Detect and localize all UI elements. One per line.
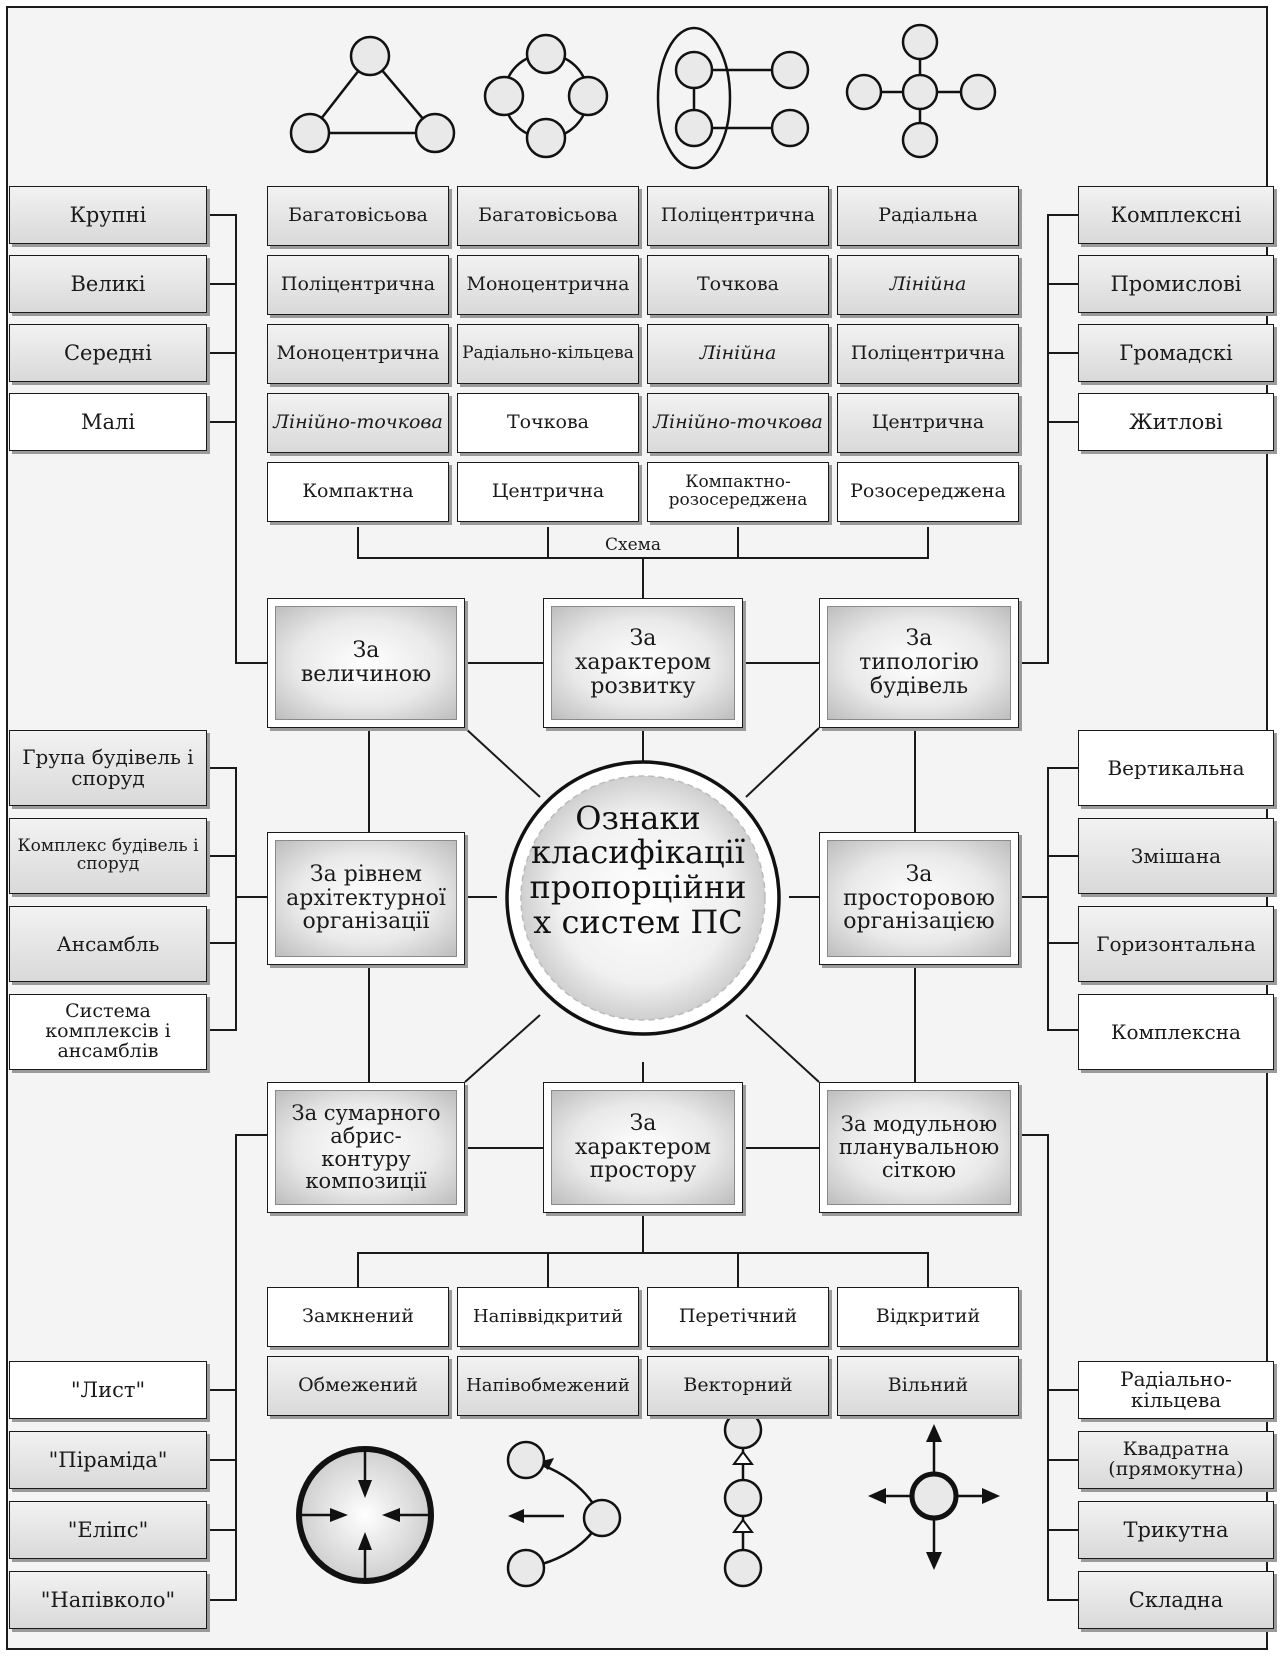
space-cell: Напівобмежений — [457, 1356, 639, 1416]
modular-item-square: Квадратна (прямокутна) — [1078, 1431, 1274, 1489]
contour-item-ellipse: "Еліпс" — [9, 1501, 207, 1559]
space-cell: Векторний — [647, 1356, 829, 1416]
scheme-cell: Лінійно-точкова — [647, 393, 829, 453]
scheme-cell: Точкова — [457, 393, 639, 453]
size-item-big: Великі — [9, 255, 207, 313]
scheme-cell: Компактно-розосереджена — [647, 462, 829, 522]
modular-item-triangular: Трикутна — [1078, 1501, 1274, 1559]
triangle-graph-icon — [289, 35, 456, 154]
space-cell: Замкнений — [267, 1287, 449, 1347]
scheme-cell: Моноцентрична — [267, 324, 449, 384]
scheme-cell: Радіально-кільцева — [457, 324, 639, 384]
scheme-cell: Центрична — [837, 393, 1019, 453]
scheme-cell: Моноцентрична — [457, 255, 639, 315]
closed-space-icon — [296, 1446, 434, 1584]
scheme-cell: Лінійна — [837, 255, 1019, 315]
contour-item-pyramid: "Піраміда" — [9, 1431, 207, 1489]
space-cell: Напіввідкритий — [457, 1287, 639, 1347]
scheme-cell: Поліцентрична — [837, 324, 1019, 384]
center-title: Ознаки класифікації пропорційни х систем… — [529, 798, 747, 941]
spatial-item-complex: Комплексна — [1078, 994, 1274, 1070]
vector-flow-icon — [506, 1440, 622, 1588]
scheme-cell: Лінійно-точкова — [267, 393, 449, 453]
cross-graph-icon — [845, 23, 997, 159]
scheme-cell: Компактна — [267, 462, 449, 522]
scheme-cell: Лінійна — [647, 324, 829, 384]
spatial-item-vertical: Вертикальна — [1078, 730, 1274, 806]
scheme-cell: Точкова — [647, 255, 829, 315]
space-cell: Перетічний — [647, 1287, 829, 1347]
typology-item-complex: Комплексні — [1078, 186, 1274, 244]
scheme-cell: Багатовісьова — [457, 186, 639, 246]
space-cell: Обмежений — [267, 1356, 449, 1416]
scheme-cell: Радіальна — [837, 186, 1019, 246]
contour-item-leaf: "Лист" — [9, 1361, 207, 1419]
vertical-chain-icon — [723, 1410, 763, 1588]
scheme-label: Схема — [599, 535, 668, 555]
contour-item-semicircle: "Напівколо" — [9, 1571, 207, 1629]
scheme-cell: Розосереджена — [837, 462, 1019, 522]
modular-item-radial-ring: Радіально-кільцева — [1078, 1361, 1274, 1419]
arch-item-complex: Комплекс будівель і споруд — [9, 818, 207, 894]
spatial-item-mixed: Змішана — [1078, 818, 1274, 894]
size-item-small: Малі — [9, 393, 207, 451]
space-cell: Вільний — [837, 1356, 1019, 1416]
typology-item-residential: Житлові — [1078, 393, 1274, 451]
ring-graph-icon — [483, 33, 609, 159]
scheme-cell: Поліцентрична — [267, 255, 449, 315]
scheme-cell: Центрична — [457, 462, 639, 522]
typology-item-industrial: Промислові — [1078, 255, 1274, 313]
center-circle — [505, 760, 781, 1036]
scheme-cell: Багатовісьова — [267, 186, 449, 246]
typology-item-public: Громадскі — [1078, 324, 1274, 382]
modular-item-complex: Складна — [1078, 1571, 1274, 1629]
size-item-large: Крупні — [9, 186, 207, 244]
grouped-graph-icon — [656, 26, 810, 170]
free-directions-icon — [868, 1424, 1000, 1570]
spatial-item-horizontal: Горизонтальна — [1078, 906, 1274, 982]
space-cell: Відкритий — [837, 1287, 1019, 1347]
size-item-medium: Середні — [9, 324, 207, 382]
arch-item-group: Група будівель і споруд — [9, 730, 207, 806]
scheme-cell: Поліцентрична — [647, 186, 829, 246]
arch-item-ensemble: Ансамбль — [9, 906, 207, 982]
arch-item-system: Система комплексів і ансамблів — [9, 994, 207, 1070]
